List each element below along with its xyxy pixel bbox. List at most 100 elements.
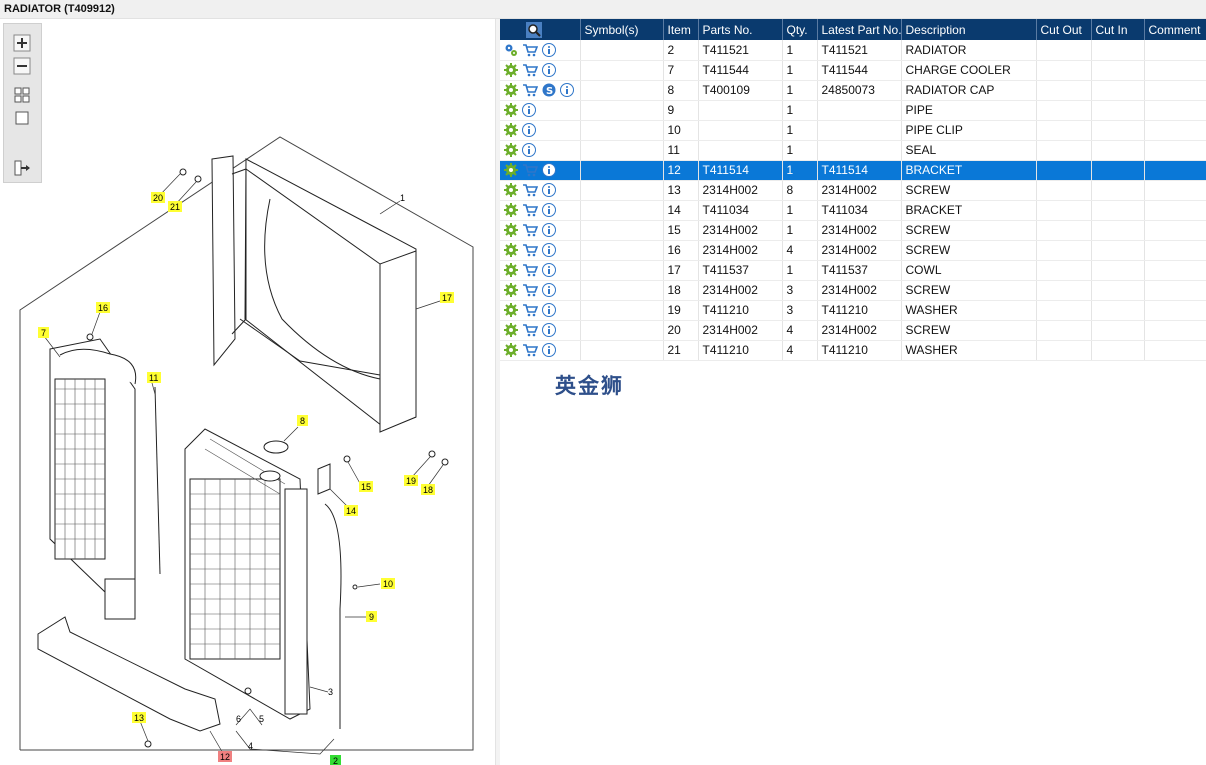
zoom-in-icon[interactable]	[13, 34, 31, 52]
gear-icon[interactable]	[504, 203, 518, 218]
info-icon[interactable]	[542, 303, 556, 318]
callout-11[interactable]: 11	[149, 373, 158, 383]
gear-icon[interactable]	[504, 223, 518, 238]
cart-icon[interactable]	[522, 243, 538, 257]
cart-icon[interactable]	[522, 83, 538, 97]
callout-7[interactable]: 7	[41, 328, 46, 338]
gear-icon[interactable]	[504, 263, 518, 278]
callout-20[interactable]: 20	[153, 193, 163, 203]
exploded-diagram[interactable]: 1 17 8 15 14 10 9 11 16 7 19 18 20	[0, 19, 495, 765]
info-icon[interactable]	[542, 183, 556, 198]
gear-icon[interactable]	[504, 163, 518, 178]
gear-icon[interactable]	[504, 143, 518, 158]
callout-6[interactable]: 6	[236, 714, 241, 724]
info-icon[interactable]	[542, 43, 556, 58]
gear-icon[interactable]	[504, 243, 518, 258]
callout-21[interactable]: 21	[170, 202, 180, 212]
info-icon[interactable]	[542, 323, 556, 338]
cart-icon[interactable]	[522, 263, 538, 277]
gear-icon[interactable]	[504, 83, 518, 98]
gear-icon[interactable]	[504, 63, 518, 78]
cart-icon[interactable]	[522, 303, 538, 317]
callout-13[interactable]: 13	[134, 713, 144, 723]
gear-icon[interactable]	[504, 283, 518, 298]
column-latest-part-no[interactable]: Latest Part No.	[817, 19, 902, 40]
column-cut-out[interactable]: Cut Out	[1036, 19, 1092, 40]
cart-icon[interactable]	[522, 343, 538, 357]
gear-icon[interactable]	[504, 343, 518, 358]
callout-14[interactable]: 14	[346, 506, 356, 516]
info-icon[interactable]	[542, 343, 556, 358]
cart-icon[interactable]	[522, 203, 538, 217]
pane-splitter[interactable]	[495, 19, 500, 765]
gear-icon[interactable]	[504, 103, 518, 118]
info-icon[interactable]	[542, 243, 556, 258]
export-icon[interactable]	[13, 159, 31, 177]
cart-icon[interactable]	[522, 183, 538, 197]
info-icon[interactable]	[542, 203, 556, 218]
cart-icon[interactable]	[522, 43, 538, 57]
gear-icon[interactable]	[504, 183, 518, 198]
fit-all-icon[interactable]	[13, 86, 31, 104]
callout-5[interactable]: 5	[259, 714, 264, 724]
info-icon[interactable]	[542, 63, 556, 78]
gears-icon[interactable]	[504, 43, 518, 57]
callout-2[interactable]: 2	[333, 756, 338, 765]
column-parts-no[interactable]: Parts No.	[698, 19, 783, 40]
cart-icon[interactable]	[522, 163, 538, 177]
callout-4[interactable]: 4	[248, 741, 253, 751]
info-icon[interactable]	[542, 223, 556, 238]
callout-18[interactable]: 18	[423, 485, 433, 495]
column-cut-in[interactable]: Cut In	[1091, 19, 1145, 40]
info-icon[interactable]	[542, 283, 556, 298]
info-icon[interactable]	[522, 123, 536, 138]
callout-15[interactable]: 15	[361, 482, 371, 492]
callout-17[interactable]: 17	[442, 293, 452, 303]
magnifier-icon[interactable]	[526, 21, 542, 38]
cart-icon[interactable]	[522, 323, 538, 337]
column-qty[interactable]: Qty.	[782, 19, 818, 40]
column-item[interactable]: Item	[663, 19, 699, 40]
callout-10[interactable]: 10	[383, 579, 393, 589]
supersession-icon[interactable]: S	[542, 83, 556, 97]
callout-1[interactable]: 1	[400, 193, 405, 203]
diagram-viewer[interactable]: 1 17 8 15 14 10 9 11 16 7 19 18 20	[0, 19, 495, 765]
cart-icon[interactable]	[522, 223, 538, 237]
info-icon[interactable]	[542, 163, 556, 178]
zoom-out-icon[interactable]	[13, 57, 31, 75]
info-icon[interactable]	[560, 83, 574, 98]
column-symbols[interactable]: Symbol(s)	[580, 19, 664, 40]
column-description[interactable]: Description	[901, 19, 1037, 40]
callout-19[interactable]: 19	[406, 476, 416, 486]
cart-icon[interactable]	[522, 63, 538, 77]
info-icon[interactable]	[522, 143, 536, 158]
callout-3[interactable]: 3	[328, 687, 333, 697]
callout-9[interactable]: 9	[369, 612, 374, 622]
callout-8[interactable]: 8	[300, 416, 305, 426]
column-search[interactable]	[500, 19, 581, 40]
callout-16[interactable]: 16	[98, 303, 108, 313]
fit-window-icon[interactable]	[13, 109, 31, 127]
gear-icon[interactable]	[504, 323, 518, 338]
column-comment[interactable]: Comment	[1144, 19, 1206, 40]
info-icon[interactable]	[522, 103, 536, 118]
cart-icon[interactable]	[522, 283, 538, 297]
gear-icon[interactable]	[504, 303, 518, 318]
info-icon[interactable]	[542, 263, 556, 278]
